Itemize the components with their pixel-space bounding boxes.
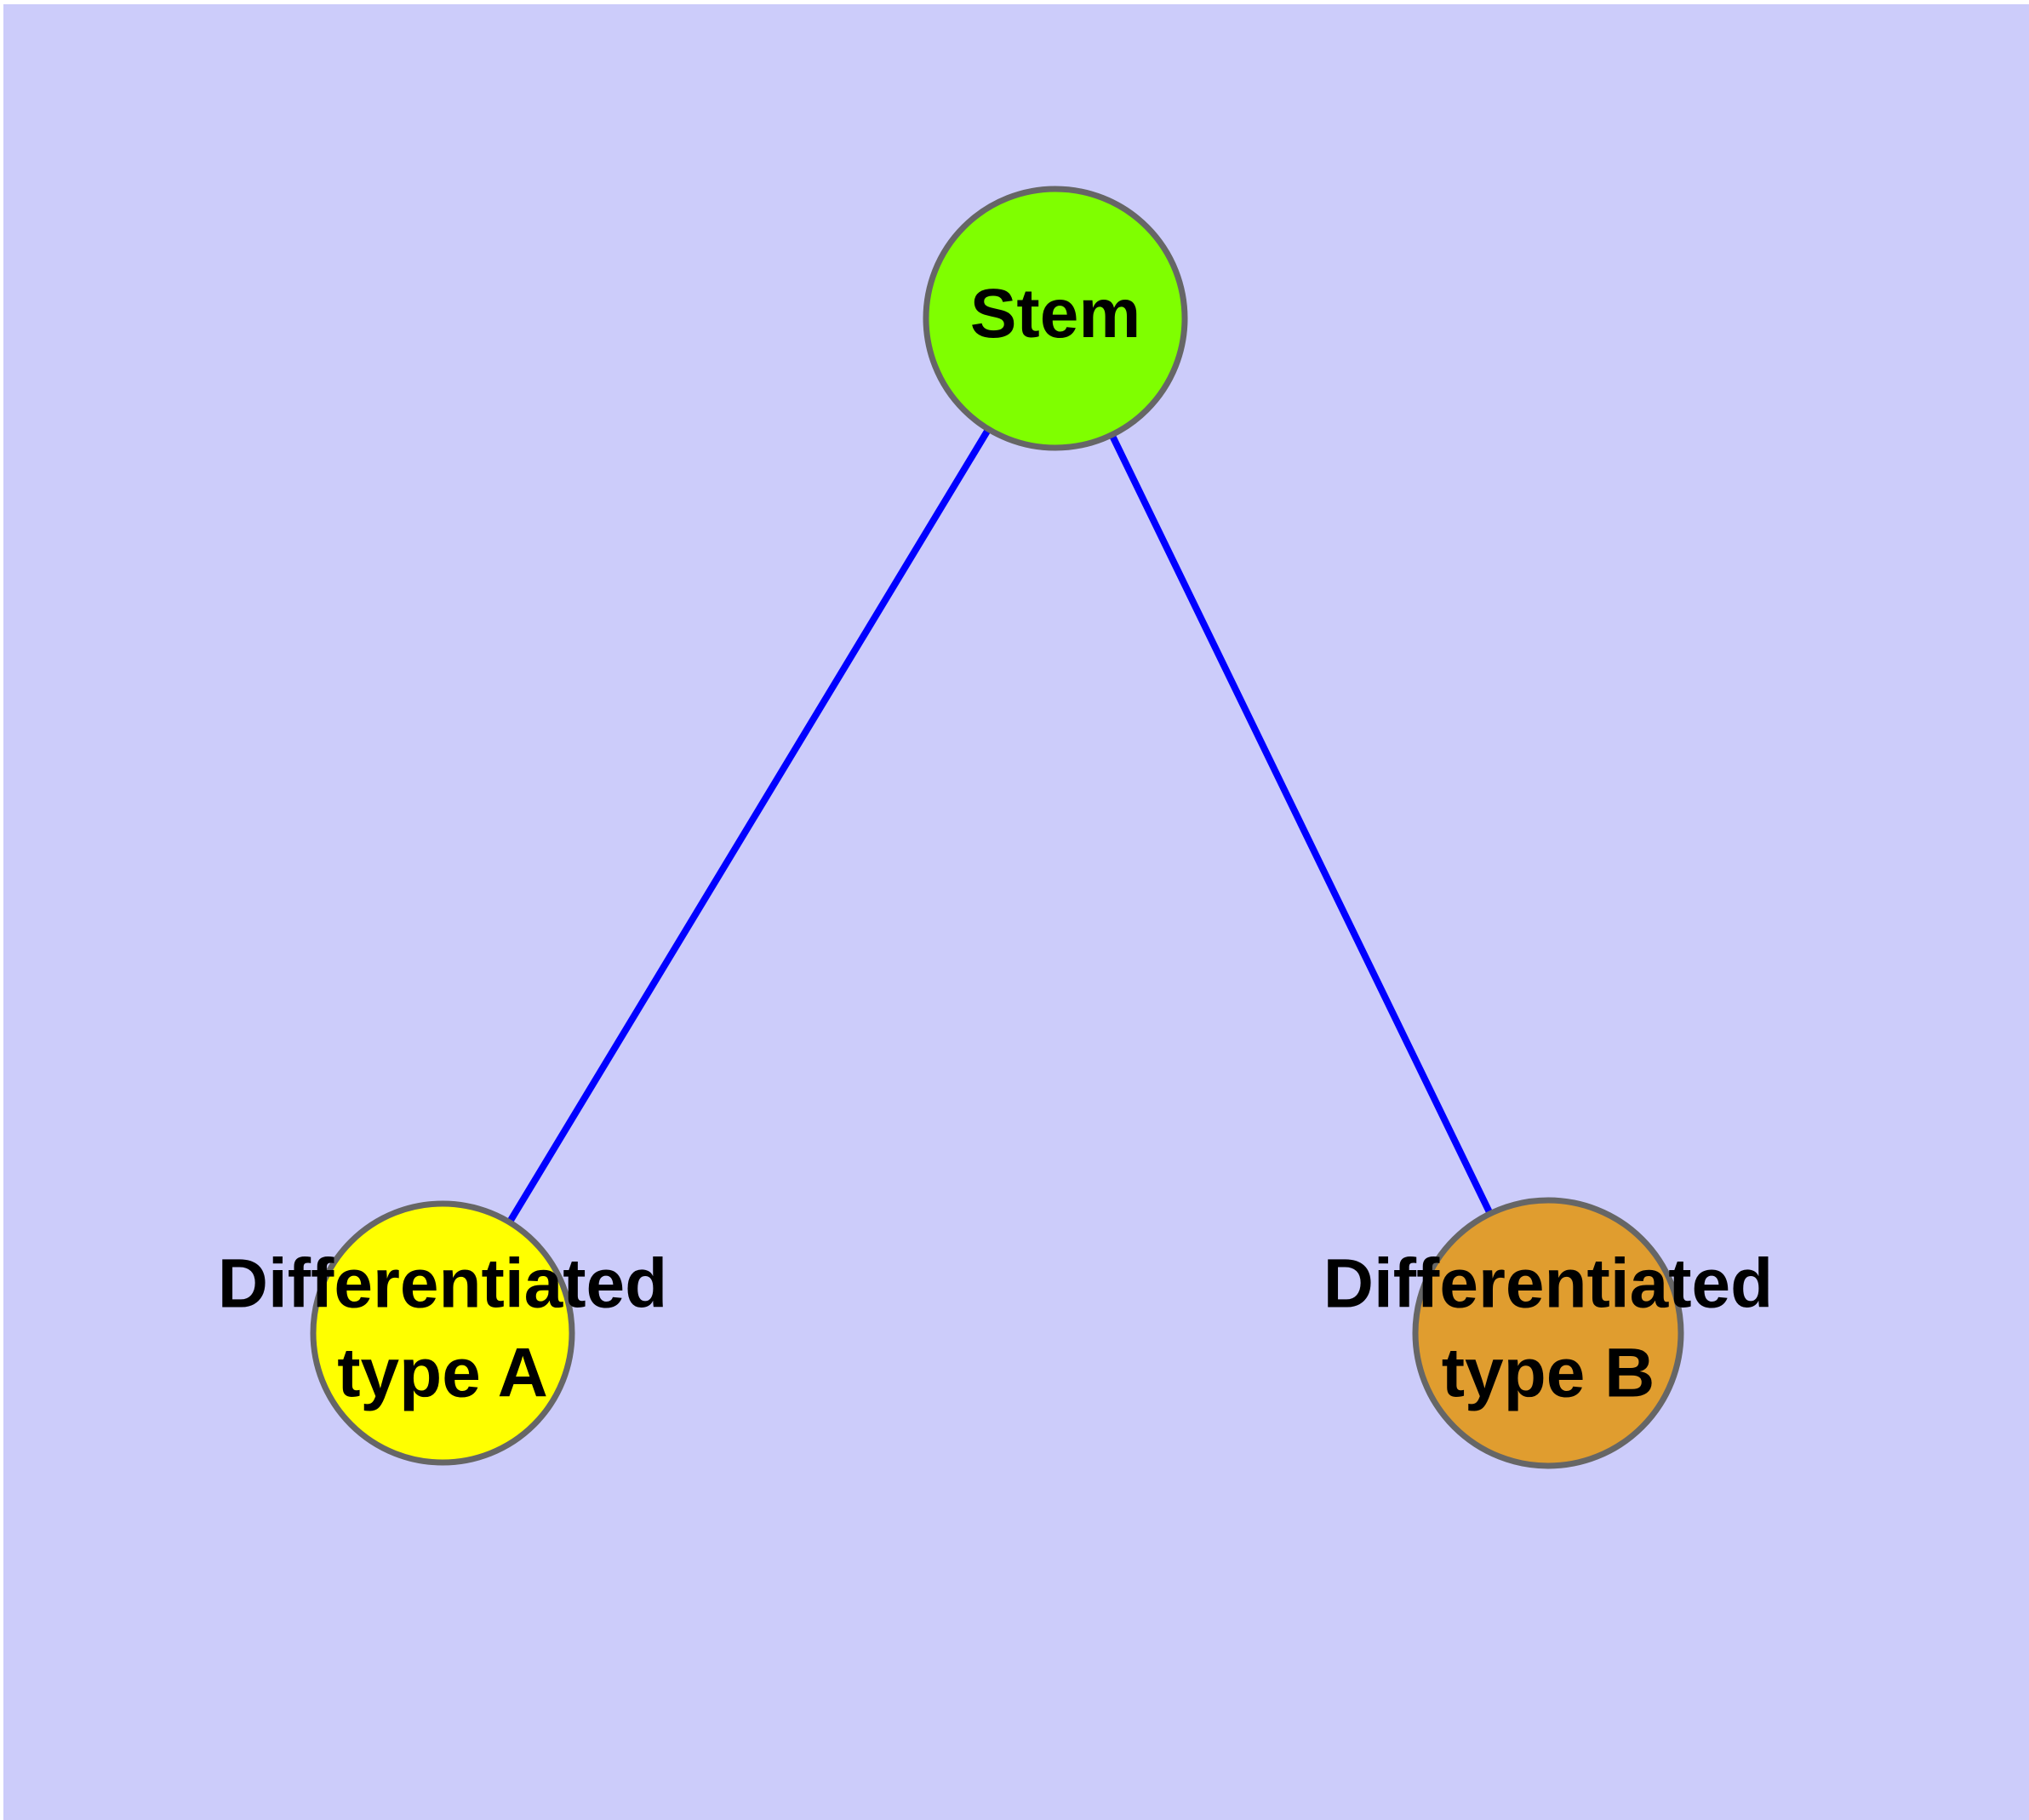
node-label-stem: Stem xyxy=(970,275,1141,352)
node-diff_a[interactable] xyxy=(310,1200,575,1466)
node-stem[interactable] xyxy=(923,186,1188,451)
node-diff_b[interactable] xyxy=(1412,1197,1684,1469)
edge-stem-diff-b[interactable] xyxy=(1052,317,1552,1335)
node-label-line: Stem xyxy=(970,275,1141,352)
node-label-line: type A xyxy=(337,1334,548,1411)
node-label-line: type B xyxy=(1442,1334,1655,1411)
edge-stem-diff-a[interactable] xyxy=(439,316,1059,1336)
node-label-line: Differentiated xyxy=(1323,1245,1774,1322)
edges-group xyxy=(439,316,1552,1336)
node-label-diff_b: Differentiated type B xyxy=(1323,1245,1774,1411)
node-label-diff_a: Differentiated type A xyxy=(218,1245,668,1411)
nodes-group xyxy=(310,186,1684,1469)
node-label-line: Differentiated xyxy=(218,1245,668,1322)
